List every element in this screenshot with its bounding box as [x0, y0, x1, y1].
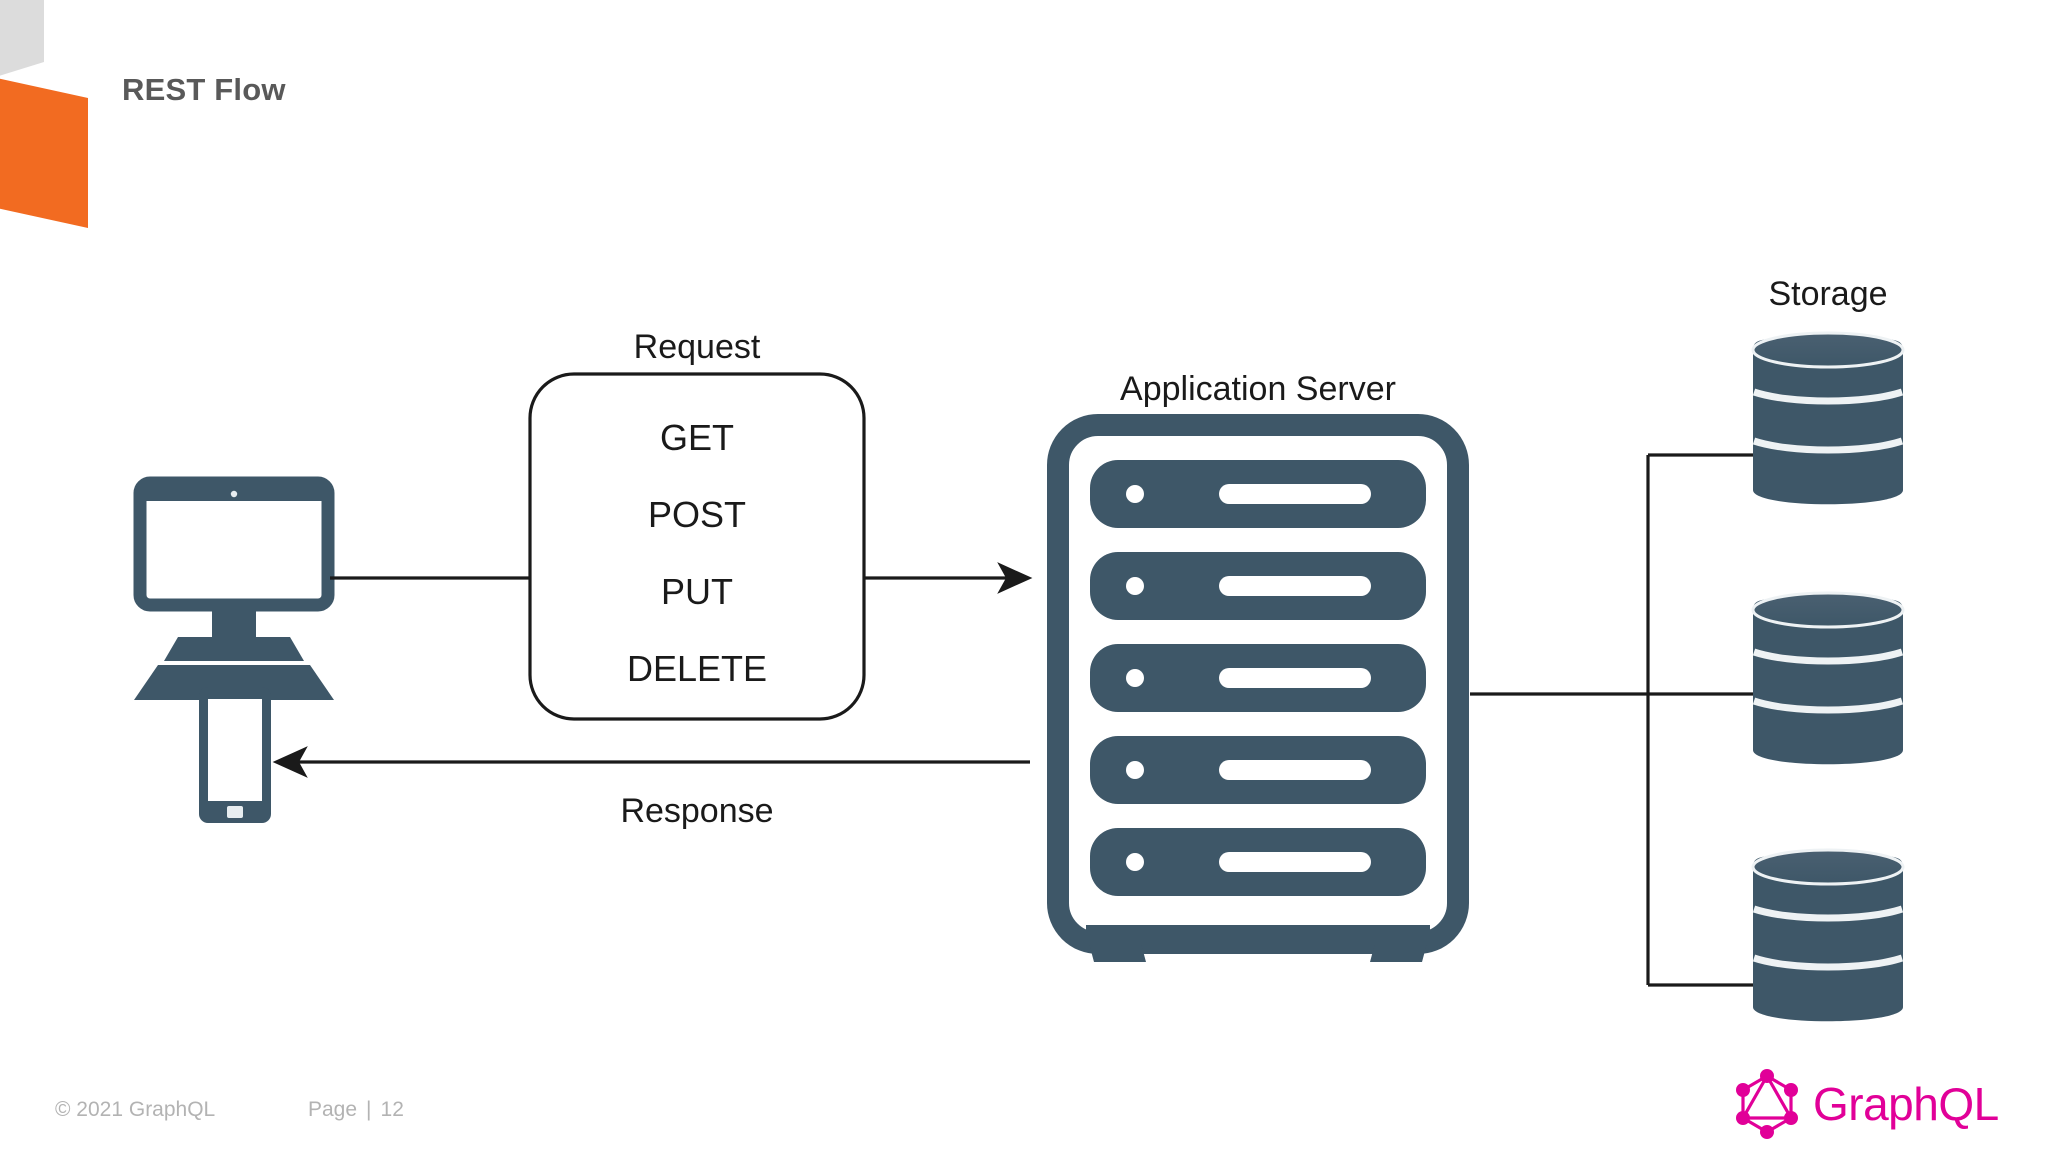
application-server-icon — [1047, 414, 1469, 962]
database-icon-1 — [1751, 331, 1905, 505]
server-rack-slot — [1090, 644, 1426, 712]
response-label: Response — [620, 792, 773, 830]
server-rack-slot — [1090, 736, 1426, 804]
http-method-post: POST — [648, 494, 746, 535]
storage-label: Storage — [1768, 275, 1887, 313]
footer-copyright: © 2021 GraphQL — [55, 1098, 216, 1121]
page-title: REST Flow — [122, 72, 286, 107]
graphql-logo: GraphQL — [1735, 1068, 1999, 1140]
http-method-delete: DELETE — [627, 648, 767, 689]
footer-page-value: 12 — [380, 1098, 404, 1121]
graphql-wordmark: GraphQL — [1813, 1078, 1999, 1130]
server-rack-slot — [1090, 552, 1426, 620]
footer-page-divider: | — [366, 1098, 372, 1121]
database-icon-2 — [1751, 591, 1905, 765]
database-icon-3 — [1751, 848, 1905, 1022]
footer-page-label: Page — [308, 1098, 358, 1121]
http-method-put: PUT — [661, 571, 733, 612]
application-server-label: Application Server — [1120, 370, 1396, 408]
http-method-get: GET — [660, 417, 734, 458]
graphql-hexagon-icon — [1736, 1069, 1798, 1139]
request-box — [528, 372, 866, 721]
request-label: Request — [634, 328, 761, 366]
server-rack-slot — [1090, 828, 1426, 896]
server-rack-slot — [1090, 460, 1426, 528]
mobile-phone-icon — [199, 687, 271, 823]
footer-page-number: Page | 12 — [308, 1098, 404, 1122]
desktop-computer-icon — [133, 476, 335, 700]
